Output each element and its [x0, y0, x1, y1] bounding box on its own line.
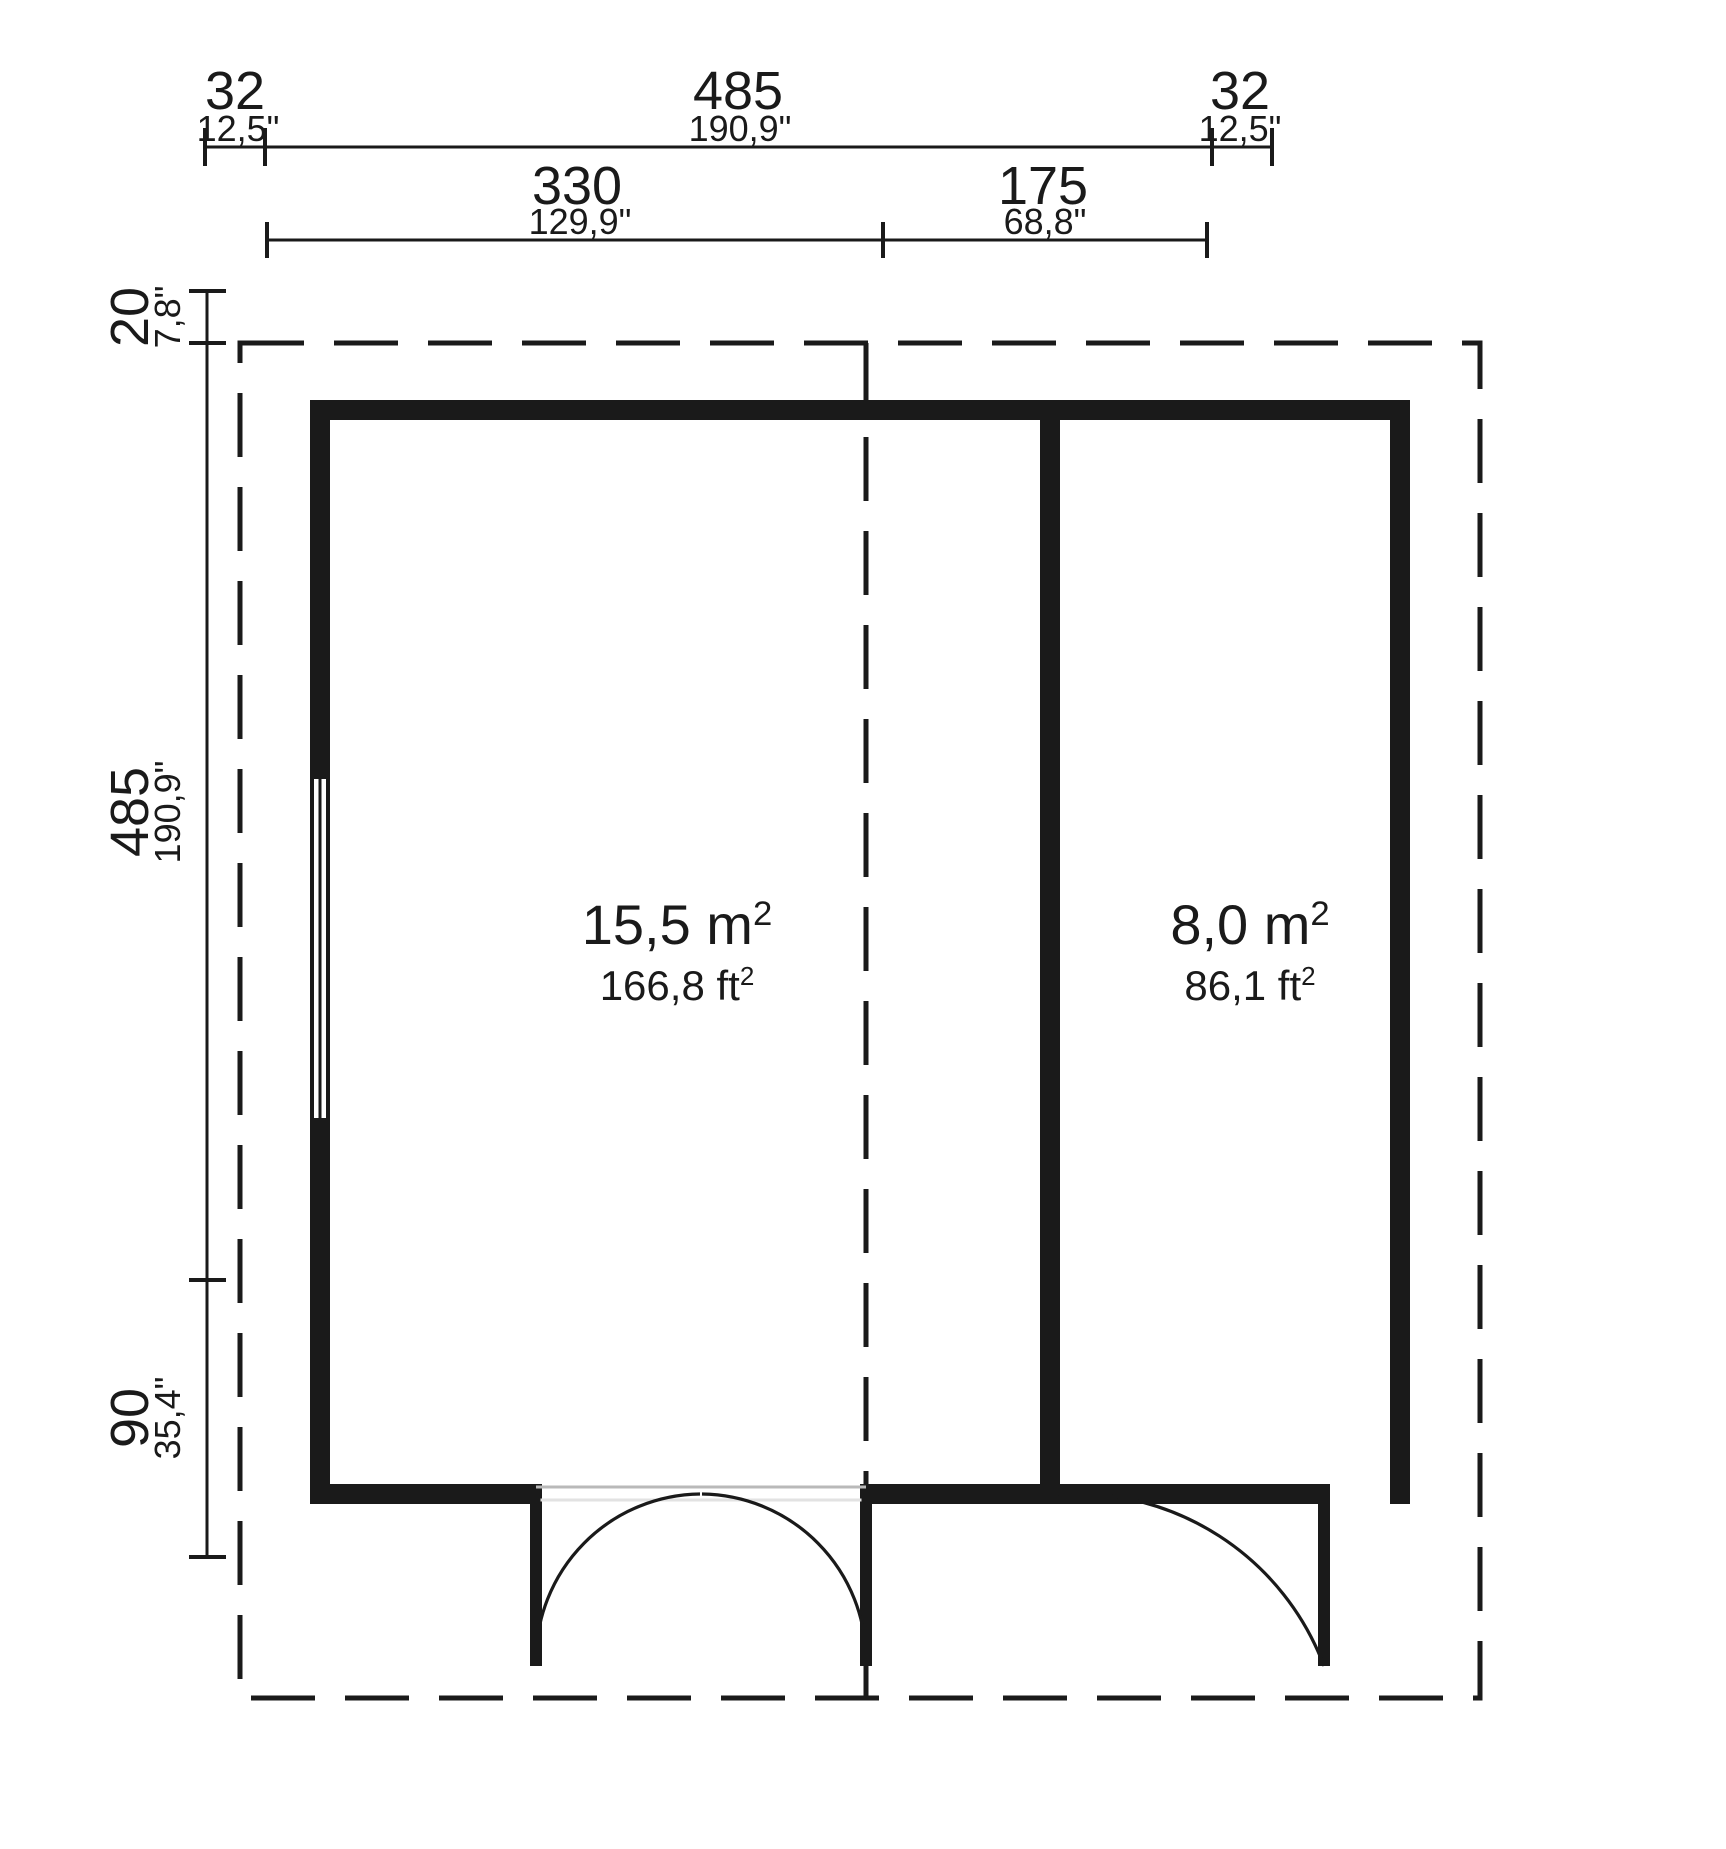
dim-left-overall-metric: 485	[100, 767, 160, 857]
top-dimension-row-rooms: 330 129,9" 175 68,8"	[265, 156, 1209, 258]
wall-interior-partition	[1040, 400, 1060, 1504]
wall-right	[1390, 400, 1410, 1504]
dim-top-overall-metric: 485	[693, 61, 783, 121]
dim-top-room-right-metric: 175	[998, 156, 1088, 216]
dim-left-terrace-imperial: 35,4"	[147, 1377, 188, 1460]
dim-top-room-right-imperial: 68,8"	[1004, 201, 1087, 242]
dim-left-terrace-metric: 90	[100, 1388, 160, 1448]
dim-top-overall-imperial: 190,9"	[689, 108, 792, 149]
dim-top-left-overhang-imperial: 12,5"	[197, 108, 280, 149]
wall-left-upper	[310, 400, 330, 775]
door-double-front[interactable]	[531, 1485, 871, 1661]
left-dimension-column: 20 7,8" 485 190,9" 90 35,4"	[100, 286, 226, 1559]
double-door-left-swing-arc	[534, 1492, 701, 1661]
room-main-area-metric: 15,5 m2	[582, 893, 773, 956]
room-side-area-metric: 8,0 m2	[1170, 893, 1329, 956]
dim-top-right-overhang-imperial: 12,5"	[1199, 108, 1282, 149]
dim-left-overall-imperial: 190,9"	[147, 761, 188, 864]
room-side-label: 8,0 m2 86,1 ft2	[1170, 893, 1329, 1009]
dim-left-top-overhang-imperial: 7,8"	[147, 286, 188, 349]
dim-top-room-left-metric: 330	[532, 156, 622, 216]
dim-top-left-overhang-metric: 32	[205, 61, 265, 121]
top-dimension-row-overall: 32 12,5" 485 190,9" 32 12,5"	[197, 61, 1282, 166]
wall-left-lower	[310, 1122, 330, 1504]
wall-bottom-left-pier	[310, 1484, 530, 1504]
wall-bottom-middle-pier	[860, 1484, 1060, 1504]
roof-outline	[237, 340, 1483, 1701]
room-side-area-imperial: 86,1 ft2	[1184, 961, 1315, 1009]
dim-left-top-overhang-metric: 20	[100, 287, 160, 347]
wall-top	[310, 400, 1410, 420]
door-single-side[interactable]	[1057, 1490, 1329, 1667]
double-door-right-swing-arc	[701, 1492, 868, 1661]
dim-top-room-left-imperial: 129,9"	[529, 201, 632, 242]
dim-top-right-overhang-metric: 32	[1210, 61, 1270, 121]
room-main-area-imperial: 166,8 ft2	[600, 961, 755, 1009]
window-left-wall[interactable]	[310, 775, 330, 1122]
single-door-swing-arc	[1057, 1491, 1326, 1667]
room-main-label: 15,5 m2 166,8 ft2	[582, 893, 773, 1009]
